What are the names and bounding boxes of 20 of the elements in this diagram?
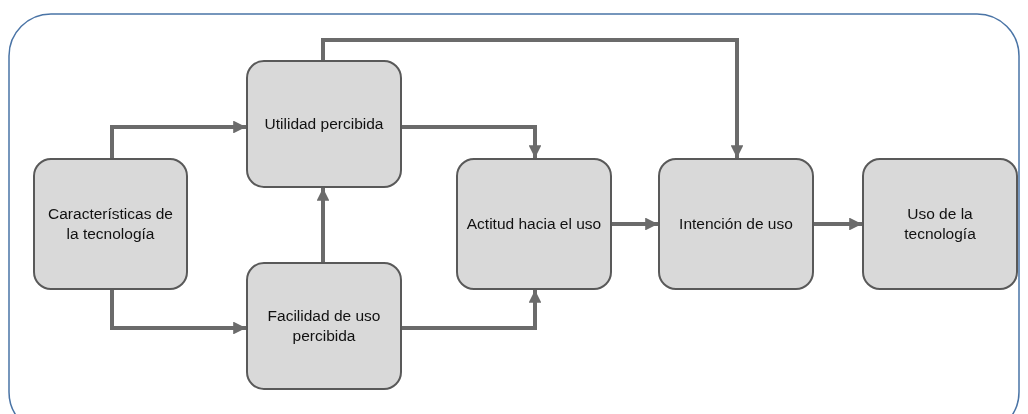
arrow: [110, 290, 246, 335]
box-label: Intención de uso: [679, 214, 793, 234]
process-box: [456, 158, 612, 290]
box-label: Uso de la tecnología: [903, 204, 977, 244]
arrow: [321, 38, 744, 158]
arrow: [402, 125, 542, 158]
arrow: [402, 290, 542, 330]
process-box: [246, 60, 402, 188]
process-box: [658, 158, 814, 290]
arrow: [814, 217, 862, 231]
arrow: [612, 217, 658, 231]
process-box: [33, 158, 188, 290]
box-label: Facilidad de uso percibida: [266, 306, 382, 346]
process-box: [246, 262, 402, 390]
box-label: Utilidad percibida: [264, 114, 384, 134]
process-box: [862, 158, 1018, 290]
box-label: Actitud hacia el uso: [466, 214, 602, 234]
arrow: [316, 188, 330, 262]
arrow: [110, 120, 246, 158]
box-label: Características de la tecnología: [47, 204, 174, 244]
